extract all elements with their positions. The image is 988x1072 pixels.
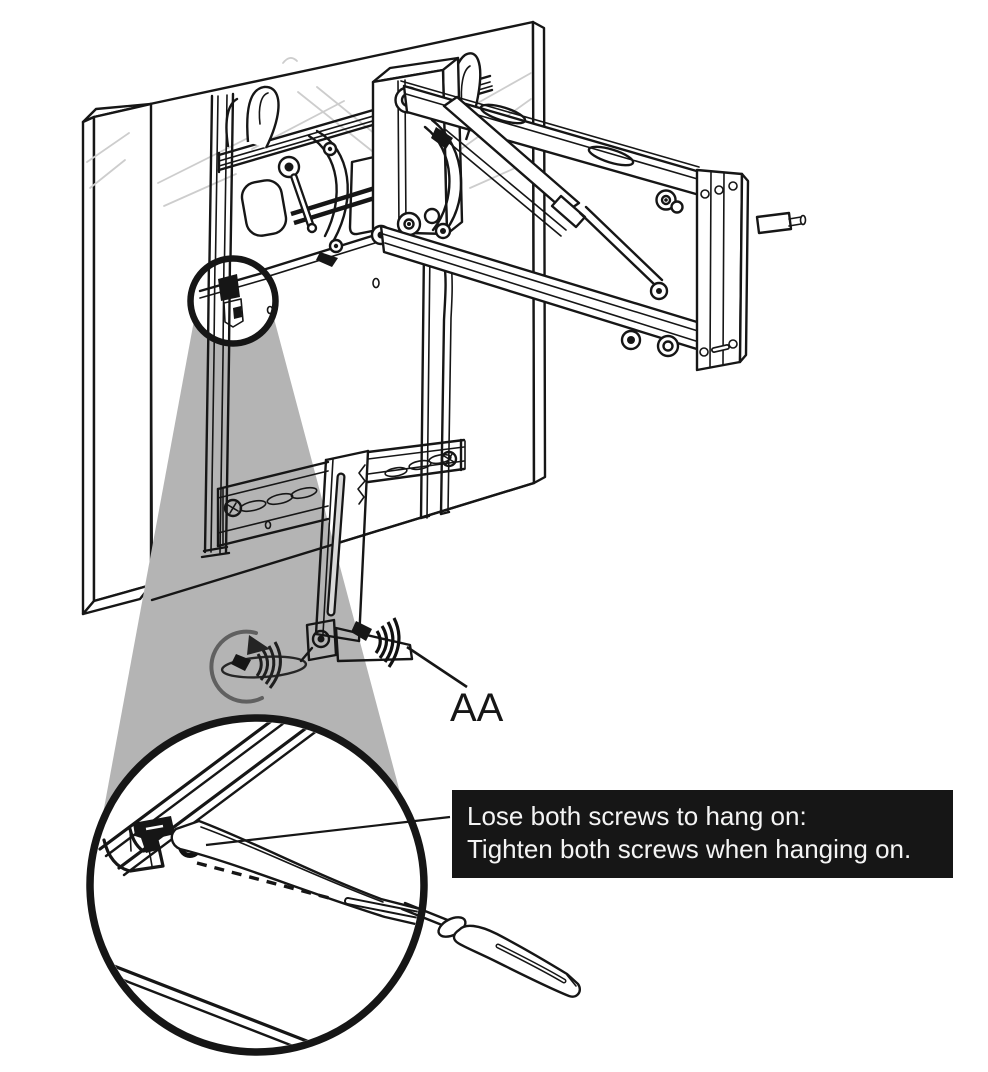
screwdriver [400, 901, 582, 998]
tv-adapter-plate [695, 168, 807, 372]
callout-leaders [205, 645, 468, 847]
rotate-arrow-icon [209, 629, 270, 704]
swing-arm [379, 80, 705, 358]
bracket-feet [220, 617, 414, 689]
highlight-circle-small [187, 255, 279, 347]
note-leader-line [205, 815, 451, 847]
detail-view [86, 714, 428, 1056]
part-label: AA [450, 686, 504, 730]
aa-leader-line [406, 645, 468, 689]
note-line-1: Lose both screws to hang on: [467, 801, 807, 831]
soundbar-bracket [305, 449, 370, 662]
note-line-2: Tighten both screws when hanging on. [467, 834, 912, 864]
magnifier-cone [100, 311, 410, 830]
soundbar-rail [216, 438, 466, 548]
note-box: Lose both screws to hang on: Tighten bot… [452, 790, 953, 878]
